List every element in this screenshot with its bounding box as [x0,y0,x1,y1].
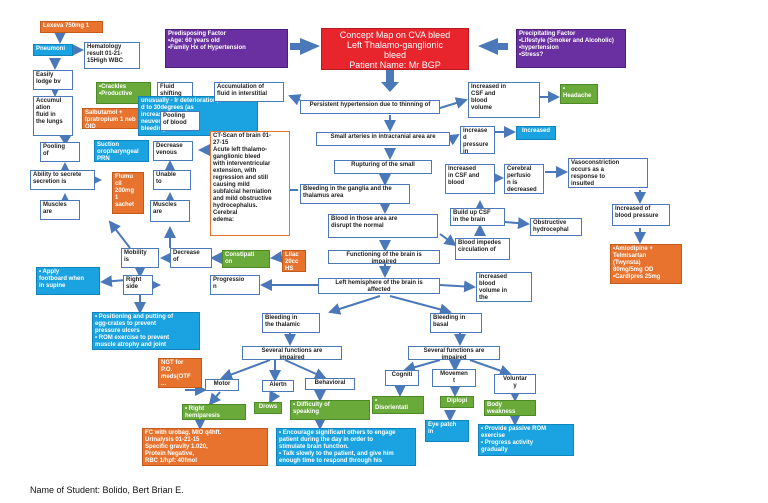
predisposing-factor: Predisposing Factor •Age: 60 years old •… [165,29,288,68]
provide-rom-box: • Provide passive ROM exercise • Progres… [478,424,574,456]
blood-impedes-box: Blood impedes circulation of [455,238,510,260]
several-functions-left-box: Several functions are impaired [242,346,342,360]
accumulation-interstitial-box: Accumulation of fluid in interstitial [214,82,284,102]
bleeding-thalamic-box: Bleeding in the thalamic [262,313,320,333]
drowsy-box: Drows [254,402,282,414]
increased-box: Increased [516,126,556,140]
increased-blood-volume-box: Increased blood volume in the [476,272,532,302]
decrease-venous-box: Decrease venous [153,141,193,161]
increased-csf-mid-box: Increased in CSF and blood [445,164,495,194]
lilac-med: Lilac 20cc HS [282,250,306,272]
student-name: Name of Student: Bolido, Bert Brian E. [30,485,184,495]
alertness-box: Alertn [262,380,294,392]
small-arteries-box: Small arteries in intracranial area are [316,132,450,146]
voluntary-box: Voluntar y [494,374,536,394]
easily-lodge-box: Easily lodge bv [33,70,73,90]
big-arrow-down [381,70,399,92]
functioning-box: Functioning of the brain is impaired [328,250,440,264]
cerebral-perfusion-box: Cerebral perfusio n is decreased [504,164,544,194]
fluid-shifting-box: Fluid shifting [157,82,193,99]
difficulty-speaking-box: • Difficulty of speaking [290,400,370,420]
pooling-box: Pooling of [40,142,80,162]
motor-box: Motor [205,379,239,391]
fc-urobag-box: FC with urobag, MIO q4hft. Urinalysis 01… [142,428,268,466]
progression-box: Progressio n [210,275,260,295]
increased-pressure-box: Increase d pressure in [460,126,495,154]
hematology-box: Hematology result 01-21- 15High WBC [84,42,140,69]
vasoconstriction-box: Vasoconstriction occurs as a response to… [568,158,648,188]
accumulation-lungs-box: Accumul ation fluid in the lungs [33,96,73,136]
increased-csf-top-box: Increased in CSF and blood volume [468,82,540,118]
ability-secrete-box: Ability to secrete secretion is [30,170,95,190]
increased-bp-box: Increased of blood pressure [612,204,670,226]
mobility-box: Mobility is [121,248,159,268]
persistent-hypertension-box: Persistent hypertension due to thinning … [300,100,440,114]
amlodipine-med: •Amlodipine + Telmisartan (Twynsta) 80mg… [610,244,682,284]
muscles-box-left: Muscles are [40,200,80,220]
flumucil-med: Flumu cil 200mg 1 sachet [112,172,144,214]
several-functions-right-box: Several functions are impaired [408,346,500,360]
big-arrow-left [290,38,320,55]
pneumonia-box: Pneumoni [33,44,73,56]
right-hemiparesis-box: • Right hemiparesis [182,404,246,420]
crackles-box: •Crackles •Productive [96,82,151,104]
right-side-box: Right side [123,275,153,295]
constipation-box: Constipati on [222,250,270,268]
pooling-blood-box: Pooling of blood [160,111,200,131]
movement-box: Movemen t [432,369,476,387]
obstructive-hydrocephalus-box: Obstructive hydrocephal [530,218,582,236]
eye-patch-box: Eye patch in [425,420,469,442]
map-title: Concept Map on CVA bleed Left Thalamo-ga… [321,28,469,70]
big-arrow-right [478,38,508,55]
body-weakness-box: Body weakness [484,400,536,416]
lexeva-med: Lexeva 750mg 1 [40,21,103,33]
left-hemisphere-box: Left hemisphere of the brain is affected [318,278,440,294]
disorientation-box: • Disorientati [372,396,424,414]
diplopia-box: Diplopi [440,396,474,408]
bleeding-basal-box: Bleeding in basal [430,313,482,333]
salbutamol-med: Salbutamol + Ipratropium 1 neb QID [82,108,152,129]
precipitating-factor: Precipitating Factor •Lifestyle (Smoker … [516,29,626,68]
muscles-box-right: Muscles are [150,200,190,222]
decrease-of-box: Decrease of [170,248,212,268]
ct-scan-box: CT-Scan of brain 01- 27-15 Acute left th… [210,131,290,236]
behavioral-box: Behavioral [305,378,355,390]
suction-box: Suction oropharyngeal PRN [94,140,149,162]
encourage-box: • Encourage significant others to engage… [276,428,416,466]
buildup-csf-box: Build up CSF in the brain [450,208,505,226]
apply-footboard-box: • Apply footboard when in supine [36,267,100,295]
bleeding-ganglia-box: Bleeding in the ganglia and the thalamus… [300,184,410,204]
unable-box: Unable to [153,170,191,190]
positioning-box: • Positioning and putting of egg-crates … [92,312,200,350]
headache-box: • Headache [560,84,598,104]
blood-disrupt-box: Blood in those area are disrupt the norm… [328,214,438,238]
cognition-box: Cogniti [385,370,419,386]
ngt-med: NGT for P.O. meds(OTF ... [158,358,202,388]
rupturing-box: Rupturing of the small [334,160,432,174]
